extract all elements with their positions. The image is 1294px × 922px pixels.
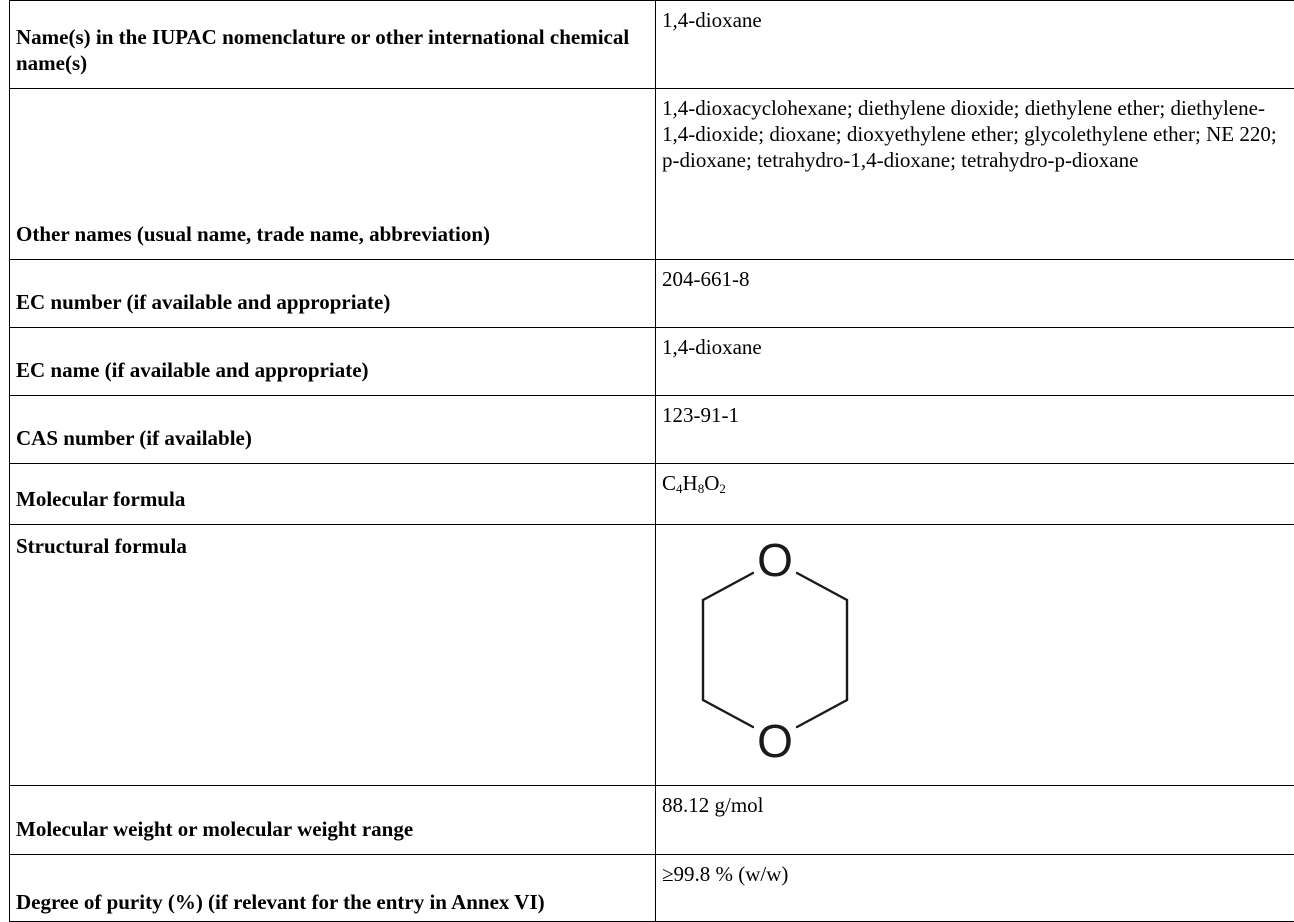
substance-identity-table: Name(s) in the IUPAC nomenclature or oth…: [9, 0, 1294, 922]
formula-oxygen: O: [704, 471, 719, 495]
row-label: EC number (if available and appropriate): [10, 260, 656, 328]
formula-oxygen-count: 2: [719, 481, 726, 496]
table-row: Molecular formula C4H8O2: [10, 464, 1294, 525]
row-value: 1,4-dioxane: [656, 328, 1294, 396]
dioxane-structure-diagram: O O: [670, 533, 870, 773]
row-value: 1,4-dioxane: [656, 1, 1294, 89]
formula-hydrogen: H: [683, 471, 698, 495]
table-row: Other names (usual name, trade name, abb…: [10, 89, 1294, 260]
structural-formula-cell: O O: [656, 525, 1294, 786]
oxygen-atom-top: O: [757, 534, 793, 586]
formula-carbon: C: [662, 471, 676, 495]
table-row: Degree of purity (%) (if relevant for th…: [10, 855, 1294, 922]
table-row: Molecular weight or molecular weight ran…: [10, 786, 1294, 855]
table-row: Name(s) in the IUPAC nomenclature or oth…: [10, 1, 1294, 89]
row-value: 88.12 g/mol: [656, 786, 1294, 855]
row-label: CAS number (if available): [10, 396, 656, 464]
bond: [797, 700, 847, 727]
row-value: 1,4-dioxacyclohexane; diethylene dioxide…: [656, 89, 1294, 260]
oxygen-atom-bottom: O: [757, 715, 793, 767]
row-value: 123-91-1: [656, 396, 1294, 464]
table-row: EC number (if available and appropriate)…: [10, 260, 1294, 328]
bond: [703, 700, 753, 727]
row-label: Degree of purity (%) (if relevant for th…: [10, 855, 656, 922]
row-value: 204-661-8: [656, 260, 1294, 328]
table-row: EC name (if available and appropriate) 1…: [10, 328, 1294, 396]
row-label: Name(s) in the IUPAC nomenclature or oth…: [10, 1, 656, 89]
bond: [703, 573, 753, 600]
row-label: EC name (if available and appropriate): [10, 328, 656, 396]
row-label: Other names (usual name, trade name, abb…: [10, 89, 656, 260]
row-label: Structural formula: [10, 525, 656, 786]
bond: [797, 573, 847, 600]
row-label: Molecular formula: [10, 464, 656, 525]
table-row: Structural formula O O: [10, 525, 1294, 786]
table-row: CAS number (if available) 123-91-1: [10, 396, 1294, 464]
row-label: Molecular weight or molecular weight ran…: [10, 786, 656, 855]
row-value: ≥99.8 % (w/w): [656, 855, 1294, 922]
molecular-formula: C4H8O2: [656, 464, 1294, 525]
